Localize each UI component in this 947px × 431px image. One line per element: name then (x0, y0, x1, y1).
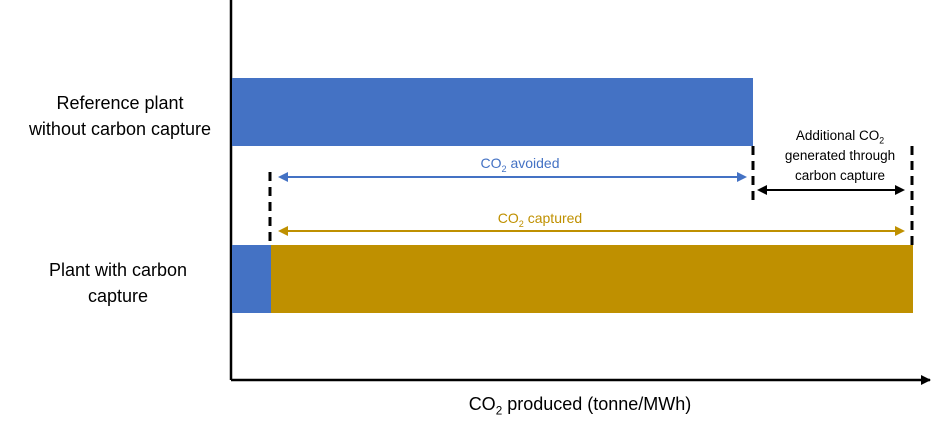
capture-plant-label-line1: Plant with carbon (48, 260, 188, 280)
co2-avoided-suffix: avoided (506, 155, 560, 171)
co2-captured-suffix: captured (523, 210, 583, 226)
co2-captured-label: CO2 captured (440, 210, 640, 229)
additional-co2-arrow (757, 185, 905, 195)
capture-plant-emitted-bar (232, 245, 271, 313)
co2-captured-arrow (278, 226, 905, 236)
co2-avoided-prefix: CO (480, 155, 502, 171)
x-axis-label-suffix: produced (tonne/MWh) (502, 394, 692, 414)
co2-captured-prefix: CO (497, 210, 519, 226)
reference-plant-bar (232, 78, 753, 146)
capture-plant-captured-bar (271, 245, 913, 313)
capture-plant-label-line2: capture (87, 286, 149, 306)
additional-co2-sub: 2 (879, 135, 885, 146)
additional-co2-line3: carbon capture (794, 168, 886, 183)
reference-plant-label-line2: without carbon capture (28, 119, 212, 139)
co2-avoided-sub: 2 (501, 163, 507, 174)
co2-captured-sub: 2 (518, 218, 524, 229)
co2-avoided-arrow (278, 172, 747, 182)
additional-co2-label: Additional CO2 generated through carbon … (760, 126, 920, 186)
capture-plant-label: Plant with carbon capture (20, 257, 216, 309)
x-axis-label-prefix: CO (468, 394, 496, 414)
additional-co2-line1: Additional CO2 (760, 126, 920, 146)
additional-co2-line2: generated through (784, 148, 896, 163)
reference-plant-label-line1: Reference plant (56, 93, 184, 113)
reference-plant-label: Reference plant without carbon capture (20, 90, 220, 142)
x-axis-label-sub: 2 (495, 404, 503, 418)
additional-co2-prefix: Additional CO (795, 128, 880, 143)
x-axis-label: CO2 produced (tonne/MWh) (380, 394, 780, 418)
co2-avoided-label: CO2 avoided (400, 155, 640, 174)
